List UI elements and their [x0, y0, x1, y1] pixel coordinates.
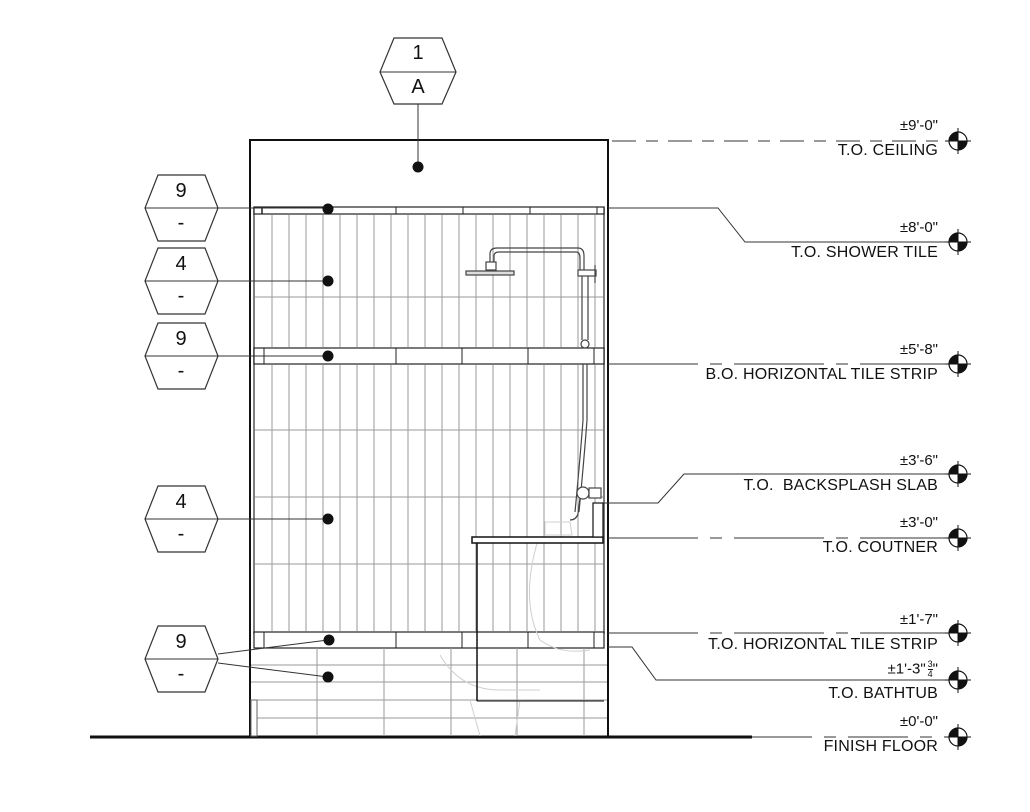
title-tag-number: 1 — [412, 42, 424, 64]
level-counter: ±3'-0" T.O. COUTNER — [823, 515, 938, 557]
level-backsplash: ±3'-6" T.O. BACKSPLASH SLAB — [744, 453, 939, 495]
level-finish-floor: ±0'-0" FINISH FLOOR — [824, 714, 938, 756]
level-value: ±3'-6" — [899, 452, 938, 469]
toilet-ghost — [439, 521, 591, 737]
level-datum-icon — [945, 620, 971, 646]
level-label: T.O. SHOWER TILE — [791, 244, 938, 261]
level-value: ±0'-0" — [899, 713, 938, 730]
level-label: T.O. BACKSPLASH SLAB — [743, 477, 938, 494]
level-lines — [604, 140, 958, 738]
level-value: ±9'-0" — [899, 117, 938, 134]
level-datum-icon — [945, 229, 971, 255]
backsplash-slab — [592, 502, 604, 538]
tile-strip-top — [253, 206, 605, 215]
material-tag-3 — [144, 322, 334, 390]
level-to-tile-strip: ±1'-7" T.O. HORIZONTAL TILE STRIP — [708, 612, 938, 654]
level-label: T.O. COUTNER — [822, 539, 938, 556]
level-datum-icon — [945, 461, 971, 487]
title-tag — [379, 37, 457, 173]
counter — [471, 502, 604, 702]
level-datum-icon — [945, 724, 971, 750]
level-value: ±5'-8" — [899, 341, 938, 358]
level-label: T.O. CEILING — [837, 142, 938, 159]
material-tag-2-sub: - — [177, 285, 185, 307]
material-tag-5-code: 9 — [175, 631, 187, 653]
tile-strip-lower — [253, 631, 605, 649]
material-tag-1 — [144, 174, 334, 242]
material-tag-3-code: 9 — [175, 328, 187, 350]
level-label: T.O. HORIZONTAL TILE STRIP — [708, 636, 938, 653]
material-tag-1-code: 9 — [175, 180, 187, 202]
vertical-tile-field — [255, 215, 603, 631]
level-datum-icon — [945, 667, 971, 693]
level-markers — [945, 128, 971, 750]
bathtub-apron-tile — [250, 648, 607, 737]
level-label: T.O. BATHTUB — [828, 685, 938, 702]
material-tag-3-sub: - — [177, 360, 185, 382]
shower-fixture — [465, 247, 602, 521]
title-tag-sheet: A — [411, 76, 425, 98]
level-shower-tile: ±8'-0" T.O. SHOWER TILE — [791, 220, 938, 262]
material-tag-2-code: 4 — [175, 253, 187, 275]
level-value: ±1'-7" — [899, 611, 938, 628]
material-tag-4 — [144, 485, 334, 553]
material-tag-4-sub: - — [177, 523, 185, 545]
level-datum-icon — [945, 351, 971, 377]
level-value: ±3'-0" — [899, 514, 938, 531]
level-datum-icon — [945, 128, 971, 154]
level-bo-tile-strip: ±5'-8" B.O. HORIZONTAL TILE STRIP — [706, 342, 939, 384]
level-value: ±8'-0" — [899, 219, 938, 236]
level-label: B.O. HORIZONTAL TILE STRIP — [705, 366, 938, 383]
material-tag-5 — [144, 625, 335, 693]
material-tag-5-sub: - — [177, 663, 185, 685]
material-tag-4-code: 4 — [175, 491, 187, 513]
level-ceiling: ±9'-0" T.O. CEILING — [838, 118, 938, 160]
material-tag-1-sub: - — [177, 212, 185, 234]
wall-outline — [249, 139, 609, 738]
level-label: FINISH FLOOR — [823, 738, 938, 755]
material-tag-2 — [144, 247, 334, 315]
level-datum-icon — [945, 525, 971, 551]
